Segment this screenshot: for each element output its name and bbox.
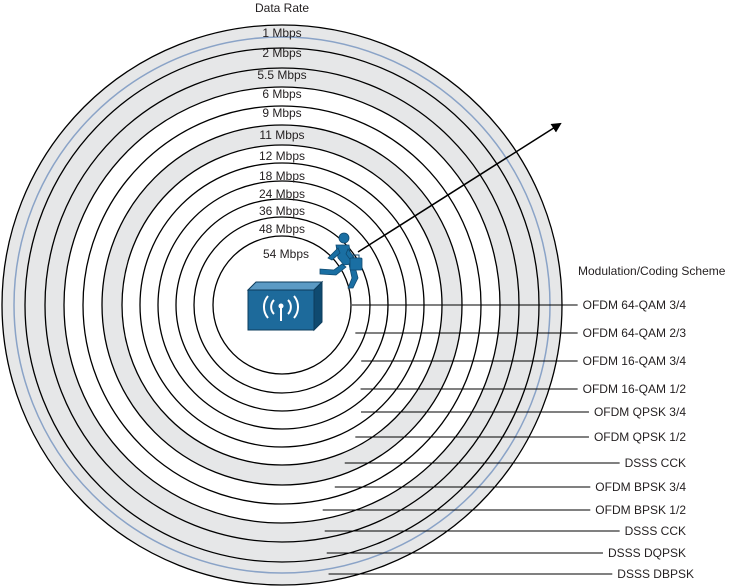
rate-label-10: 5.5 Mbps — [257, 68, 306, 82]
rate-label-2: 48 Mbps — [259, 222, 305, 236]
scheme-label-11: DSSS DQPSK — [608, 546, 686, 560]
scheme-label-3: OFDM 16-QAM 3/4 — [583, 354, 687, 368]
wireless-access-point-icon — [246, 280, 324, 332]
data-rate-heading: Data Rate — [255, 1, 309, 15]
scheme-label-9: OFDM BPSK 1/2 — [595, 503, 686, 517]
walking-person-icon — [319, 232, 363, 289]
rate-label-7: 11 Mbps — [259, 128, 304, 142]
scheme-label-10: DSSS CCK — [625, 524, 686, 538]
scheme-label-5: OFDM QPSK 3/4 — [594, 405, 686, 419]
modulation-scheme-heading: Modulation/Coding Scheme — [578, 264, 726, 278]
rate-label-6: 12 Mbps — [259, 149, 305, 163]
rate-label-3: 36 Mbps — [259, 204, 305, 218]
data-rate-labels: 54 Mbps 48 Mbps 36 Mbps 24 Mbps 18 Mbps 12 Mb… — [257, 26, 309, 261]
rate-label-4: 24 Mbps — [259, 187, 305, 201]
scheme-label-4: OFDM 16-QAM 1/2 — [583, 382, 687, 396]
scheme-label-2: OFDM 64-QAM 2/3 — [583, 326, 687, 340]
rate-label-11: 2 Mbps — [262, 46, 301, 60]
scheme-label-6: OFDM QPSK 1/2 — [594, 430, 686, 444]
scheme-label-1: OFDM 64-QAM 3/4 — [583, 298, 687, 312]
scheme-leader-lines — [322, 304, 620, 575]
rate-label-1: 54 Mbps — [263, 247, 309, 261]
scheme-label-7: DSSS CCK — [625, 456, 686, 470]
coverage-rings — [1, 24, 563, 586]
rate-label-5: 18 Mbps — [259, 169, 305, 183]
scheme-label-8: OFDM BPSK 3/4 — [595, 480, 686, 494]
movement-arrow — [357, 122, 562, 253]
rate-label-8: 9 Mbps — [262, 106, 301, 120]
rate-label-9: 6 Mbps — [262, 87, 301, 101]
rate-label-12: 1 Mbps — [262, 26, 301, 40]
scheme-label-12: DSSS DBPSK — [617, 567, 694, 581]
